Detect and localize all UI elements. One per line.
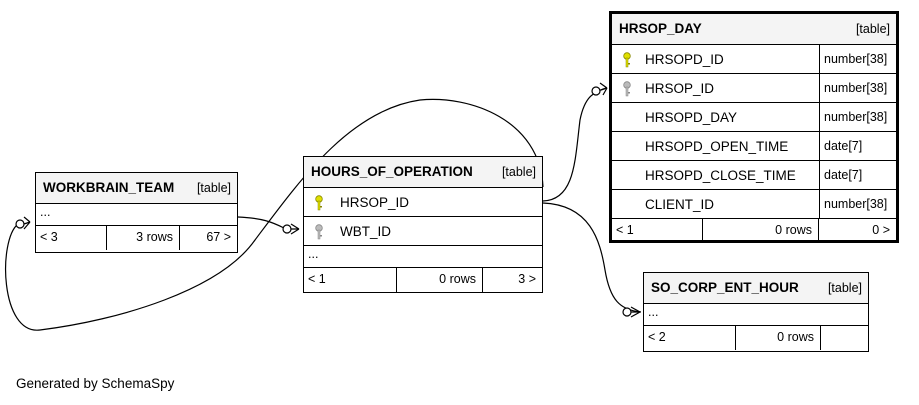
column-name: HRSOP_ID	[645, 81, 715, 96]
children-link[interactable]: 3 >	[482, 268, 542, 292]
table-kind-label: [table]	[196, 181, 231, 195]
edge-end-circle	[15, 219, 25, 229]
table-title: HRSOP_DAY	[619, 21, 702, 36]
table-title: WORKBRAIN_TEAM	[43, 180, 175, 195]
children-link[interactable]: 0 >	[818, 219, 896, 243]
table-title: SO_CORP_ENT_HOUR	[651, 280, 799, 295]
generated-by-label: Generated by SchemaSpy	[16, 376, 175, 391]
row-count: 0 rows	[735, 326, 820, 350]
column-type: number[38]	[819, 190, 896, 218]
columns-ellipsis: ...	[36, 204, 237, 226]
column-row[interactable]: CLIENT_ID number[38]	[612, 190, 896, 219]
table-header: WORKBRAIN_TEAM [table]	[36, 173, 237, 204]
row-count: 3 rows	[106, 226, 179, 250]
key-icon	[623, 81, 631, 97]
crowfoot-marker	[290, 223, 300, 235]
table-so-corp-ent-hour[interactable]: SO_CORP_ENT_HOUR [table] ... < 2 0 rows	[643, 272, 869, 352]
table-header: HOURS_OF_OPERATION [table]	[304, 157, 542, 188]
column-row[interactable]: HRSOP_ID number[38]	[612, 74, 896, 103]
table-footer: < 3 3 rows 67 >	[36, 226, 237, 250]
parents-link[interactable]: < 1	[616, 223, 634, 237]
column-name: WBT_ID	[340, 224, 392, 239]
table-kind-label: [table]	[855, 22, 890, 36]
row-count: 0 rows	[702, 219, 818, 243]
crowfoot-marker	[23, 216, 31, 230]
column-row[interactable]: WBT_ID	[304, 217, 542, 246]
column-row[interactable]: HRSOPD_CLOSE_TIME date[7]	[612, 161, 896, 190]
parents-link[interactable]: < 1	[308, 272, 326, 286]
column-name: HRSOP_ID	[340, 195, 410, 210]
column-type: number[38]	[819, 45, 896, 73]
column-type: date[7]	[819, 161, 896, 189]
column-name: CLIENT_ID	[645, 197, 715, 212]
column-name: HRSOPD_DAY	[645, 110, 738, 125]
table-kind-label: [table]	[501, 165, 536, 179]
table-hours-of-operation[interactable]: HOURS_OF_OPERATION [table] HRSOP_ID WBT_…	[303, 156, 543, 293]
column-name: HRSOPD_OPEN_TIME	[645, 139, 789, 154]
crowfoot-marker	[599, 82, 608, 96]
column-type: number[38]	[819, 103, 896, 131]
row-count: 0 rows	[396, 268, 482, 292]
table-header: SO_CORP_ENT_HOUR [table]	[644, 273, 868, 304]
parents-link[interactable]: < 2	[648, 330, 666, 344]
column-row[interactable]: HRSOPD_OPEN_TIME date[7]	[612, 132, 896, 161]
table-footer: < 1 0 rows 3 >	[304, 268, 542, 292]
edge-wbt-to-hours	[237, 216, 285, 229]
column-row[interactable]: HRSOPD_DAY number[38]	[612, 103, 896, 132]
edge-end-circle	[282, 224, 292, 234]
table-footer: < 1 0 rows 0 >	[612, 219, 896, 243]
table-header: HRSOP_DAY [table]	[612, 14, 896, 45]
edge-hours-to-hrsop-day	[542, 87, 607, 202]
edge-end-circle	[591, 86, 601, 96]
edge-hours-loop-to-wbt	[4, 98, 544, 331]
table-kind-label: [table]	[827, 281, 862, 295]
table-footer: < 2 0 rows	[644, 326, 868, 350]
table-hrsop-day[interactable]: HRSOP_DAY [table] HRSOPD_ID number[38] H…	[609, 11, 899, 243]
column-name: HRSOPD_CLOSE_TIME	[645, 168, 796, 183]
key-icon	[315, 224, 323, 240]
table-workbrain-team[interactable]: WORKBRAIN_TEAM [table] ... < 3 3 rows 67…	[35, 172, 238, 253]
key-icon	[623, 52, 631, 68]
table-title: HOURS_OF_OPERATION	[311, 164, 473, 179]
children-link[interactable]	[820, 326, 868, 350]
column-row[interactable]: HRSOPD_ID number[38]	[612, 45, 896, 74]
column-type: number[38]	[819, 74, 896, 102]
children-link[interactable]: 67 >	[179, 226, 237, 250]
column-type: date[7]	[819, 132, 896, 160]
column-name: HRSOPD_ID	[645, 52, 724, 67]
edge-end-circle	[622, 307, 632, 317]
edge-hours-to-so-corp	[542, 202, 642, 313]
columns-ellipsis: ...	[304, 246, 542, 268]
column-row[interactable]: HRSOP_ID	[304, 188, 542, 217]
crowfoot-marker	[630, 306, 641, 318]
key-icon	[315, 195, 323, 211]
parents-link[interactable]: < 3	[40, 230, 58, 244]
columns-ellipsis: ...	[644, 304, 868, 326]
